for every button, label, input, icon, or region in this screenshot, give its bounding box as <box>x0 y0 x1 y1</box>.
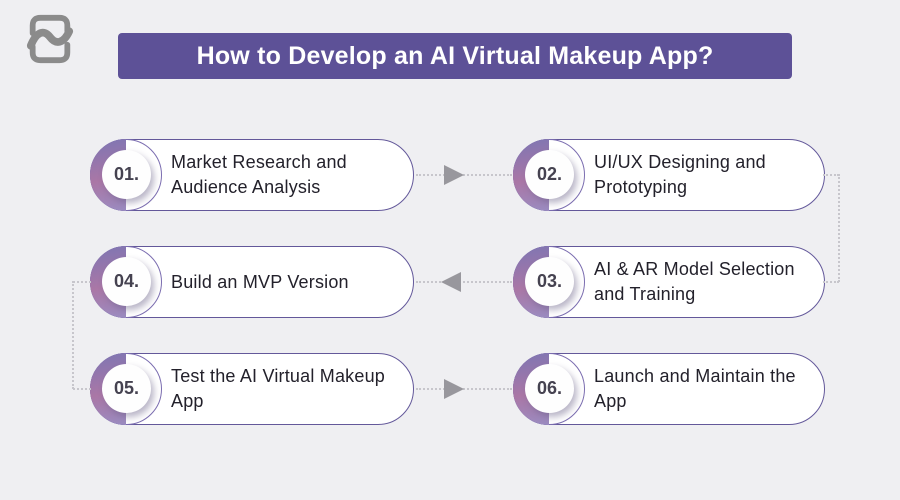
step-card-06: 06. Launch and Maintain the App <box>513 353 825 425</box>
connector-4-5-stub-bottom <box>73 388 91 390</box>
step-04-badge: 04. <box>90 246 162 318</box>
connector-5-6-line <box>416 388 512 390</box>
step-02-badge-inner: 02. <box>525 150 574 199</box>
step-03-badge-inner: 03. <box>525 257 574 306</box>
page-title: How to Develop an AI Virtual Makeup App? <box>196 41 714 70</box>
arrow-left-3-4-icon <box>441 272 461 292</box>
step-06-number: 06. <box>536 378 563 398</box>
connector-2-3-stub-top <box>823 174 839 176</box>
step-01-badge-inner: 01. <box>102 150 151 199</box>
connector-2-3-vertical <box>838 174 840 282</box>
title-banner: How to Develop an AI Virtual Makeup App? <box>118 33 792 79</box>
connector-1-2-line <box>416 174 512 176</box>
step-04-label: Build an MVP Version <box>171 271 349 292</box>
step-05-badge: 05. <box>90 353 162 425</box>
step-03-badge: 03. <box>513 246 585 318</box>
step-06-badge-inner: 06. <box>525 364 574 413</box>
step-05-label: Test the AI Virtual Makeup App <box>171 366 385 411</box>
step-02-number: 02. <box>536 164 563 184</box>
step-04-number: 04. <box>113 271 140 291</box>
step-card-05: 05. Test the AI Virtual Makeup App <box>90 353 414 425</box>
step-card-02: 02. UI/UX Designing and Prototyping <box>513 139 825 211</box>
step-06-label: Launch and Maintain the App <box>594 366 796 411</box>
step-05-number: 05. <box>113 378 140 398</box>
step-01-label: Market Research and Audience Analysis <box>171 152 347 197</box>
step-card-03: 03. AI & AR Model Selection and Training <box>513 246 825 318</box>
step-04-badge-inner: 04. <box>102 257 151 306</box>
step-03-label: AI & AR Model Selection and Training <box>594 259 795 304</box>
step-02-label: UI/UX Designing and Prototyping <box>594 152 766 197</box>
brand-logo <box>24 9 76 69</box>
step-02-badge: 02. <box>513 139 585 211</box>
step-card-04: 04. Build an MVP Version <box>90 246 414 318</box>
step-03-number: 03. <box>536 271 563 291</box>
arrow-right-5-6-icon <box>444 379 464 399</box>
arrow-right-1-2-icon <box>444 165 464 185</box>
connector-2-3-stub-bottom <box>823 281 839 283</box>
step-05-badge-inner: 05. <box>102 364 151 413</box>
step-01-number: 01. <box>113 164 140 184</box>
connector-3-4-line <box>416 281 512 283</box>
step-card-01: 01. Market Research and Audience Analysi… <box>90 139 414 211</box>
connector-4-5-vertical <box>72 281 74 389</box>
connector-4-5-stub-top <box>73 281 91 283</box>
brand-logo-icon <box>26 14 74 64</box>
step-01-badge: 01. <box>90 139 162 211</box>
step-06-badge: 06. <box>513 353 585 425</box>
